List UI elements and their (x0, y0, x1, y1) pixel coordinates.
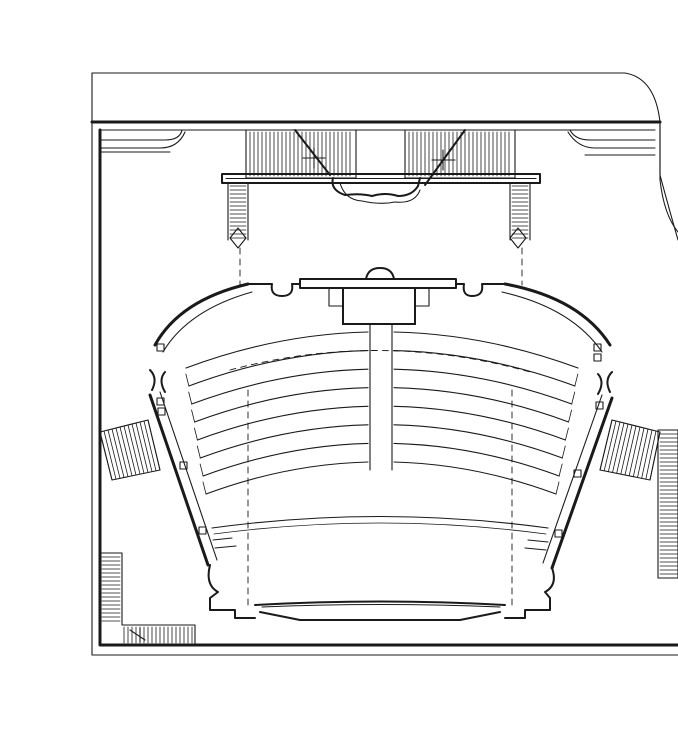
stair-tread (127, 424, 141, 475)
corner-room-left (99, 129, 186, 153)
stage-side-marks (212, 537, 549, 551)
stair-tread (107, 429, 121, 479)
stair-tread (131, 423, 145, 474)
stair-tread (603, 420, 617, 472)
stair-tread (123, 425, 137, 476)
stair-tread (607, 421, 621, 473)
seat-row-left (188, 350, 369, 387)
seat-row-end-right (574, 373, 579, 387)
seating-front-edge (213, 522, 547, 535)
lobby-entrance (247, 267, 506, 471)
seat-row-end-right (568, 409, 572, 423)
seat-row-right (393, 424, 563, 459)
side-stair-left (99, 419, 161, 481)
stair-tread (628, 426, 641, 477)
seat-row-left (202, 442, 369, 477)
corner-room-right (567, 129, 656, 156)
rear-stairs (221, 129, 541, 204)
seat-row-right (393, 350, 576, 387)
stair-tread (119, 426, 133, 477)
seat-row-end-right (571, 391, 576, 405)
rear-side-stairs (227, 182, 531, 286)
seat-row-right (393, 405, 566, 441)
stair-tread (111, 428, 125, 478)
auditorium-walls (148, 282, 614, 621)
aisle-lines (229, 350, 531, 606)
seat-row-left (194, 387, 369, 423)
stair-tread (135, 422, 149, 473)
stair-tread (641, 429, 653, 479)
seat-row-left (191, 368, 369, 405)
side-stair-right (599, 419, 661, 481)
seat-row-right (393, 331, 579, 369)
seat-row-right (393, 461, 557, 495)
stair-tread (616, 423, 629, 474)
stair-tread (103, 430, 117, 480)
seating-front-edge (211, 515, 549, 529)
seat-row-left (199, 424, 369, 459)
seat-row-left (185, 331, 369, 369)
seat-row-end-left (191, 409, 195, 423)
stair-tread (147, 419, 161, 471)
corner-stair-bottom-left (99, 552, 196, 646)
seat-row-end-right (565, 427, 569, 441)
stair-tread (624, 425, 637, 476)
seat-row-right (393, 442, 560, 477)
right-exterior-stair (657, 429, 678, 579)
seat-row-right (393, 368, 573, 405)
seat-row-left (205, 461, 369, 495)
stair-tread (99, 431, 113, 481)
stair-tread (143, 420, 157, 472)
seat-row-end-right (561, 445, 566, 459)
seat-row-end-left (196, 445, 201, 459)
seat-row-end-right (558, 463, 563, 477)
seat-row-end-left (194, 427, 198, 441)
stair-tread (115, 427, 129, 478)
seat-row-end-right (555, 481, 560, 495)
stair-tread (637, 428, 649, 478)
seat-row-right (393, 387, 570, 423)
stair-tread (632, 427, 645, 478)
stair-tread (139, 421, 153, 473)
building-outline (90, 72, 678, 656)
stair-tread (599, 419, 613, 471)
seat-row-end-left (199, 463, 204, 477)
wall-columns (156, 343, 604, 538)
seat-row-end-left (188, 391, 193, 405)
seat-row-left (196, 405, 369, 441)
seat-row-end-left (202, 481, 207, 495)
seating-rows (185, 331, 579, 535)
seat-row-end-left (185, 373, 190, 387)
stair-tread (612, 422, 625, 473)
stair-tread (645, 430, 657, 480)
stair-tread (620, 424, 633, 475)
